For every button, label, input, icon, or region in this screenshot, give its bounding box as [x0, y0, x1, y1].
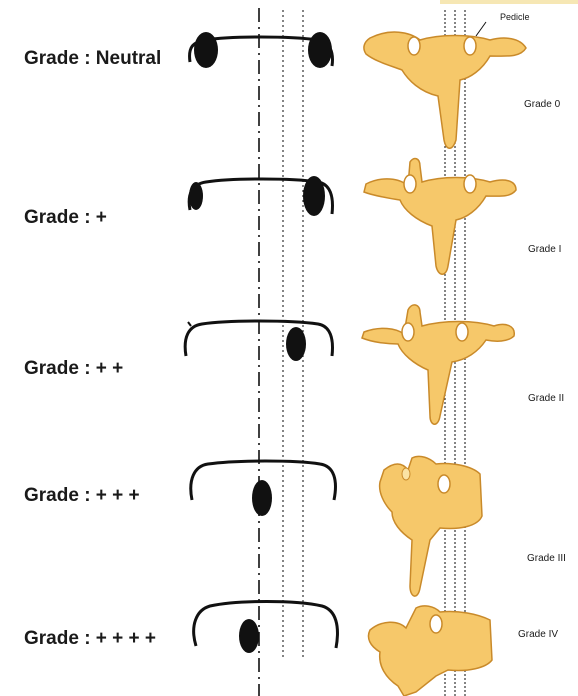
grade-label-plus-plus-plus: Grade : + + + [24, 485, 140, 507]
left-pedicle-neutral [194, 32, 218, 68]
vertebra-illustration-grade-4 [368, 606, 492, 696]
grade-1-label: Grade I [528, 244, 561, 255]
right-pedicle-grade-plus-plus [286, 327, 306, 361]
vertebra-outline-grade-plus-plus-plus-plus [194, 602, 338, 654]
right-pedicle-neutral [308, 32, 332, 68]
vertebra-illustration-grade-0 [364, 22, 526, 148]
vertebra-outline-grade-plus [189, 176, 332, 216]
vertebra-outline-neutral [190, 32, 333, 68]
grade-label-plus: Grade : + [24, 207, 107, 229]
grade-label-neutral: Grade : Neutral [24, 48, 161, 70]
vertebra-illustration-grade-3 [380, 456, 482, 596]
grade-label-plus-plus: Grade : + + [24, 358, 123, 380]
right-pedicle-grade-plus-plus-plus [252, 480, 272, 516]
pedicle-label: Pedicle [500, 12, 530, 22]
right-pedicle-grade-plus [303, 176, 325, 216]
grade-4-label: Grade IV [518, 629, 558, 640]
right-pedicle-grade-plus-plus-plus-plus [239, 619, 259, 653]
vertebra-outline-grade-plus-plus-plus [191, 461, 336, 516]
vertebra-illustration-grade-1 [364, 159, 516, 275]
grade-2-label: Grade II [528, 393, 564, 404]
grade-0-label: Grade 0 [524, 99, 560, 110]
grade-3-label: Grade III [527, 553, 566, 564]
pedicle-pointer-line [476, 22, 486, 36]
left-pedicle-remnant-grade-plus-plus [188, 322, 191, 326]
vertebra-illustration-grade-2 [362, 305, 514, 424]
grade-label-plus-plus-plus-plus: Grade : + + + + [24, 628, 156, 650]
left-pedicle-grade-plus [189, 182, 203, 210]
